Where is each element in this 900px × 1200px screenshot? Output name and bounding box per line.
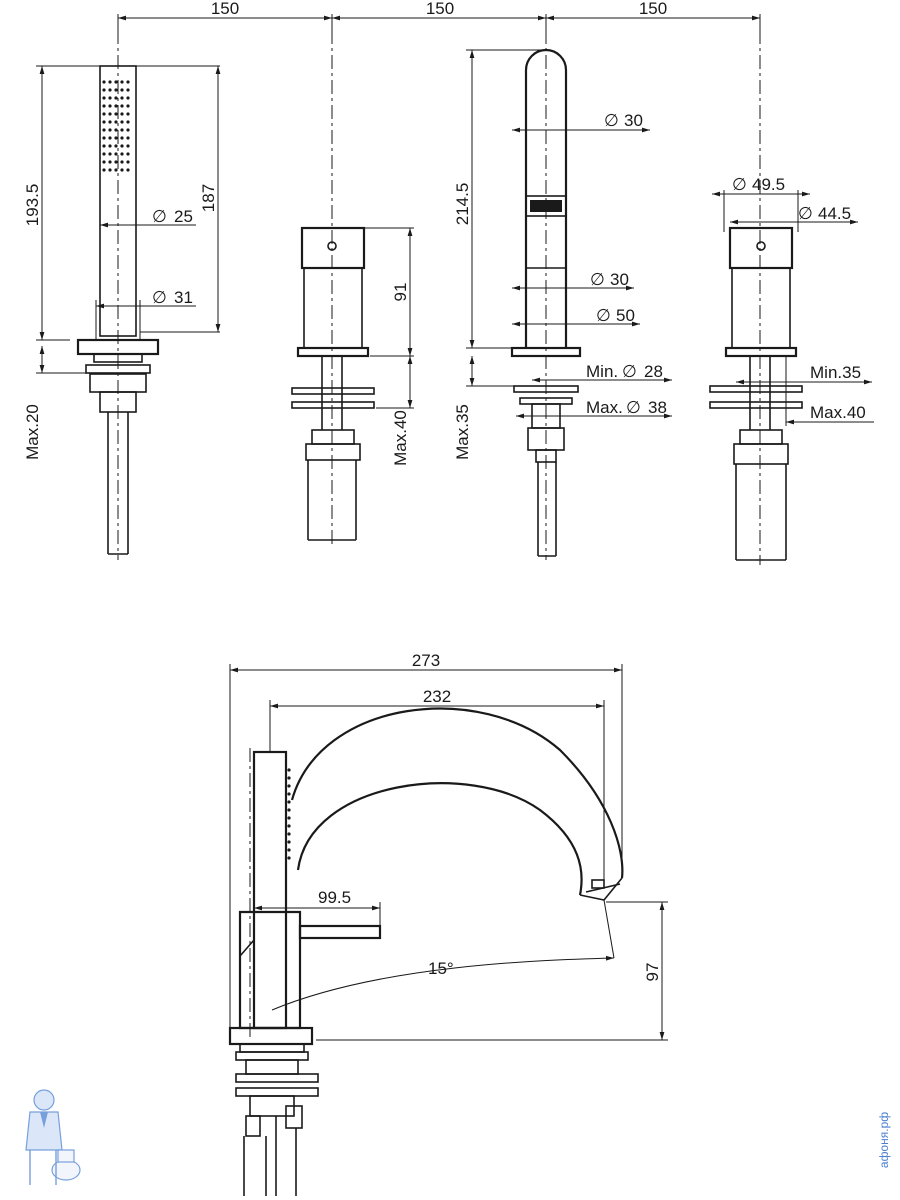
top-spacing-3-label: 150 [639, 0, 667, 18]
hand-shower-view: 193.5 187 ∅ 25 ∅ 31 Max.20 [23, 30, 221, 560]
svg-text:∅: ∅ [732, 175, 747, 194]
spout-max-thickness-label: Max.35 [453, 404, 472, 460]
mixer-inner-diameter-label: 44.5 [818, 204, 851, 223]
svg-text:∅: ∅ [152, 207, 167, 226]
hand-shower-max-label: Max.20 [23, 404, 42, 460]
svg-text:∅: ∅ [590, 270, 605, 289]
spout-reach-label: 232 [423, 687, 451, 706]
mixer-outer-diameter-label: 49.5 [752, 175, 785, 194]
hand-shower-body-height-label: 187 [199, 184, 218, 212]
valve-max-label: Max.40 [391, 410, 410, 466]
mixer-min-label: Min.35 [810, 363, 861, 382]
spout-outlet-height-label: 97 [643, 963, 662, 982]
top-spacing-dimensions: 150 150 150 [117, 0, 761, 30]
spout-min-hole-value: 28 [644, 362, 663, 381]
rotation-angle-label: 15° [428, 959, 454, 978]
spout-min-hole-label: Min. [586, 362, 618, 381]
mixer-view: ∅ 49.5 ∅ 44.5 Min.35 Max.40 [709, 30, 874, 565]
svg-text:∅: ∅ [798, 204, 813, 223]
spout-max-hole-label: Max. [586, 398, 623, 417]
top-spacing-2-label: 150 [426, 0, 454, 18]
hand-shower-diameter-label: 25 [174, 207, 193, 226]
svg-text:∅: ∅ [622, 362, 637, 381]
spout-dimensions: 214.5 ∅ 30 ∅ 30 ∅ 50 Min. ∅ 28 Max. ∅ 38… [453, 49, 672, 460]
side-view: 273 232 99.5 15° 97 [228, 651, 668, 1196]
spout-base-diameter-label: 50 [616, 306, 635, 325]
plumber-mascot-logo [25, 1089, 81, 1185]
valve-height-label: 91 [391, 283, 410, 302]
lever-length-label: 99.5 [318, 888, 351, 907]
svg-text:∅: ∅ [596, 306, 611, 325]
spout-view: 214.5 ∅ 30 ∅ 30 ∅ 50 Min. ∅ 28 Max. ∅ 38… [453, 30, 672, 560]
spout-mid-diameter-label: 30 [610, 270, 629, 289]
hand-shower-total-height-label: 193.5 [23, 184, 42, 227]
valve-view: 91 Max.40 [291, 30, 414, 545]
side-nozzle-dots [287, 768, 291, 860]
spout-reach-total-label: 273 [412, 651, 440, 670]
hand-shower-dimensions: 193.5 187 ∅ 25 ∅ 31 Max.20 [23, 65, 221, 460]
svg-text:∅: ∅ [152, 288, 167, 307]
watermark-site-text: афоня.рф [877, 1112, 891, 1168]
spout-max-hole-value: 38 [648, 398, 667, 417]
svg-text:∅: ∅ [604, 111, 619, 130]
spout-height-label: 214.5 [453, 183, 472, 226]
top-spacing-1-label: 150 [211, 0, 239, 18]
hand-shower-base-diameter-label: 31 [174, 288, 193, 307]
shower-nozzle-pattern [102, 80, 130, 172]
spout-top-diameter-label: 30 [624, 111, 643, 130]
valve-dimensions: 91 Max.40 [364, 227, 414, 466]
side-view-dimensions: 273 232 99.5 15° 97 [229, 651, 668, 1041]
mixer-dimensions: ∅ 49.5 ∅ 44.5 Min.35 Max.40 [712, 175, 874, 426]
mixer-max-label: Max.40 [810, 403, 866, 422]
svg-text:∅: ∅ [626, 398, 641, 417]
